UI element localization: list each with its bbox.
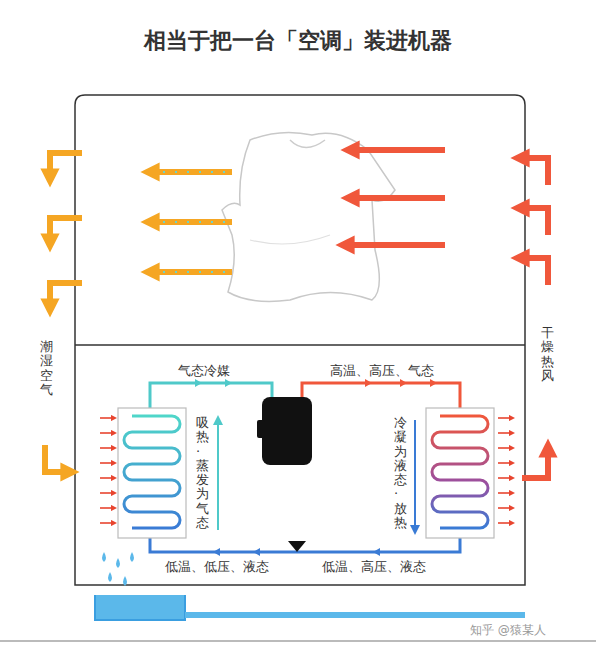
watermark: 知乎 @猿某人 <box>470 622 546 639</box>
air-arrow <box>498 447 512 449</box>
air-arrow <box>498 462 512 464</box>
air-arrow <box>100 507 114 509</box>
air-arrow <box>100 462 114 464</box>
air-arrow <box>498 507 512 509</box>
pipe-label: 低温、高压、液态 <box>322 558 426 576</box>
air-arrow <box>498 477 512 479</box>
pipe-label: 气态冷媒 <box>178 362 230 380</box>
air-arrow <box>498 492 512 494</box>
title: 相当于把一台「空调」装进机器 <box>144 26 452 56</box>
air-arrow <box>100 417 114 419</box>
pipe-label: 低温、低压、液态 <box>165 558 269 576</box>
air-arrow <box>498 432 512 434</box>
air-label: 潮湿空气 <box>40 340 53 397</box>
air-arrow <box>498 522 512 524</box>
air-arrow <box>100 447 114 449</box>
pipe-label: 高温、高压、气态 <box>330 362 434 380</box>
air-arrow <box>100 522 114 524</box>
air-arrow <box>498 417 512 419</box>
air-arrow <box>100 477 114 479</box>
process-label: 冷凝为液态·放热 <box>394 416 407 530</box>
air-label: 干燥热风 <box>541 326 554 383</box>
air-arrow <box>100 432 114 434</box>
process-label: 吸热·蒸发为气态 <box>196 416 209 530</box>
air-arrow <box>100 492 114 494</box>
